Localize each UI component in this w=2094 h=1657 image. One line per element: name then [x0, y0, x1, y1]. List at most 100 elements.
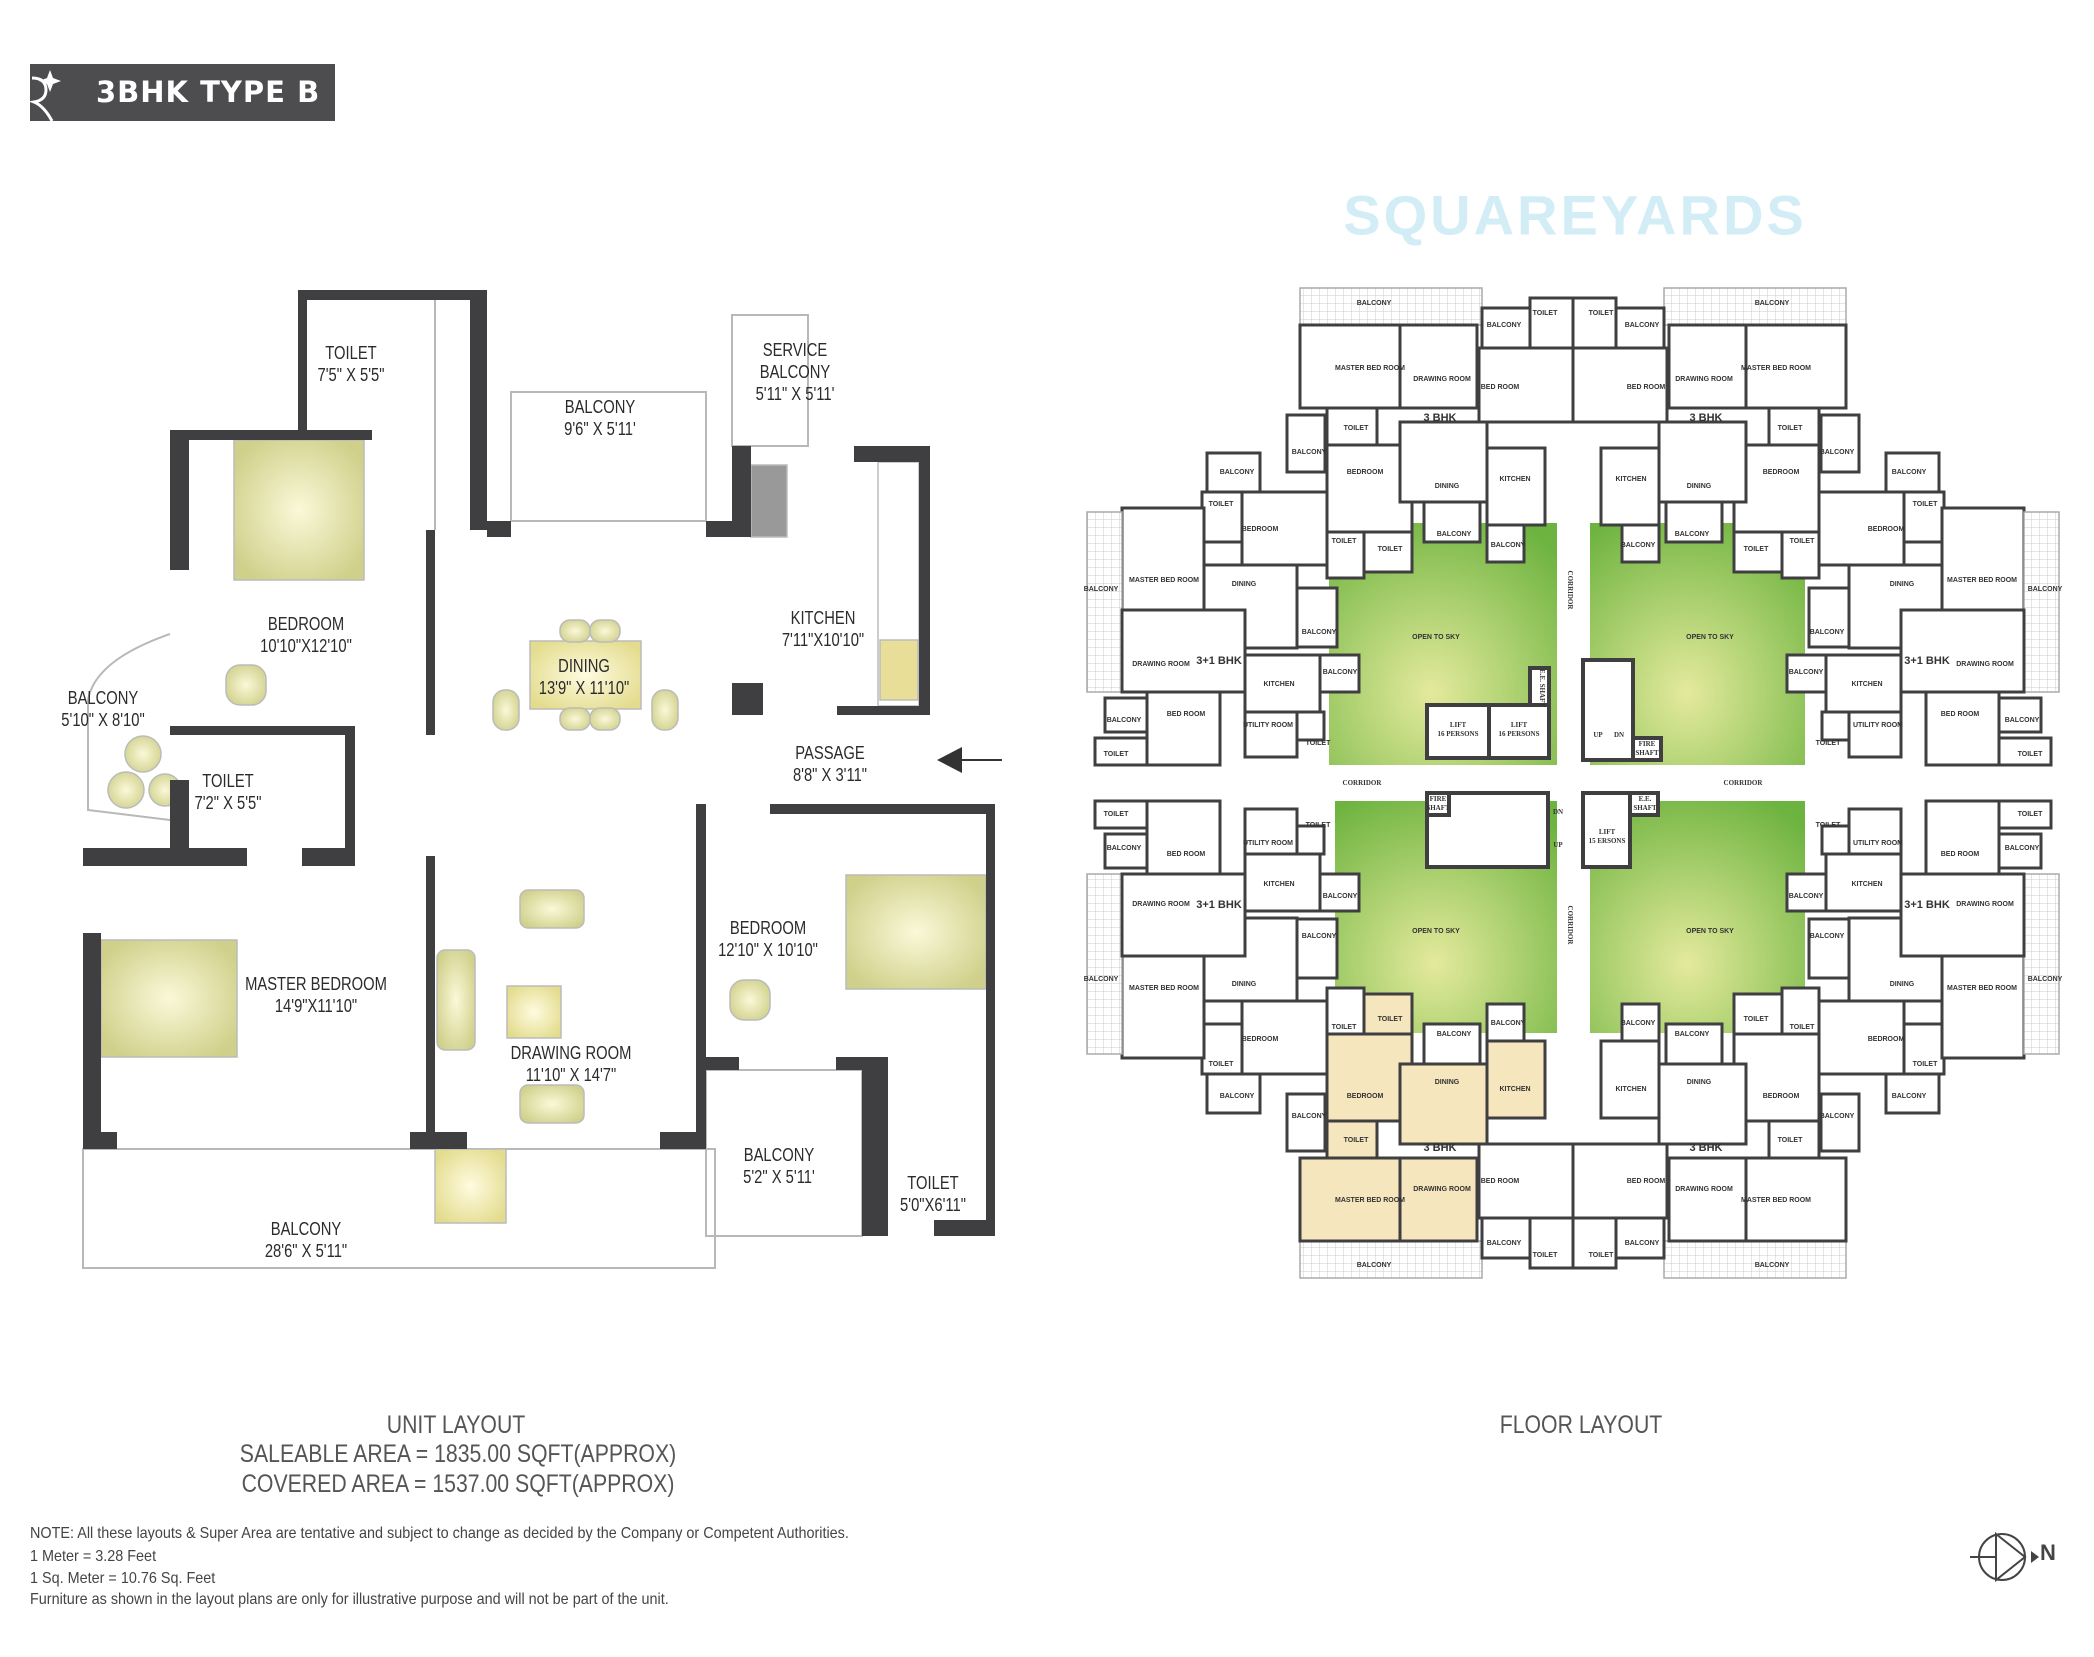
floor-room: [1599, 1039, 1661, 1120]
room-size: 5'0"X6'11": [900, 1195, 966, 1215]
floor-balcony: [1299, 287, 1483, 326]
floor-room: [1807, 586, 1851, 649]
core-room: [1487, 703, 1551, 760]
floor-room-label: TOILET: [1209, 1061, 1234, 1068]
floor-room-label: KITCHEN: [1263, 681, 1294, 688]
floor-room-label: TOILET: [1332, 1024, 1357, 1031]
floor-room-label: BALCONY: [1625, 1240, 1660, 1247]
floor-room-label: UTILITY ROOM: [1243, 840, 1293, 847]
core-label: UP: [1553, 841, 1563, 849]
floor-room-label: KITCHEN: [1615, 476, 1646, 483]
floor-room-label: MASTER BED ROOM: [1335, 1197, 1405, 1204]
floor-room: [1817, 490, 1906, 567]
note-line: 1 Sq. Meter = 10.76 Sq. Feet: [30, 1570, 216, 1587]
floor-room: [1997, 832, 2043, 870]
chair: [559, 707, 591, 731]
floor-room-label: BEDROOM: [1763, 1093, 1800, 1100]
floor-room: [1780, 530, 1821, 580]
floor-room: [1614, 1216, 1666, 1260]
floor-room: [1847, 807, 1903, 856]
floor-room-label: TOILET: [1913, 1061, 1938, 1068]
floor-room: [1325, 443, 1414, 534]
floor-room-label: BED ROOM: [1627, 384, 1666, 391]
floor-room-label: DRAWING ROOM: [1413, 1186, 1471, 1193]
unit-type-label: 3 BHK: [1689, 1142, 1722, 1154]
furniture: [100, 439, 987, 1224]
floor-room: [1422, 500, 1482, 544]
floor-room: [1145, 690, 1222, 767]
floor-room-label: TOILET: [1306, 822, 1331, 829]
chair: [559, 619, 591, 643]
floor-room: [1785, 872, 1828, 913]
corridor-label: CORRIDOR: [1724, 779, 1764, 787]
floor-balcony: [2023, 511, 2060, 693]
unit-layout-caption: UNIT LAYOUT: [386, 1411, 526, 1439]
floor-room-label: DINING: [1687, 483, 1712, 490]
unit-type-label: 3+1 BHK: [1196, 655, 1242, 667]
floor-room-label: TOILET: [1744, 546, 1769, 553]
floor-balcony: [1663, 1240, 1847, 1279]
floor-room: [1785, 653, 1828, 694]
floor-room: [1298, 1156, 1402, 1243]
floor-room-label: BALCONY: [2028, 976, 2063, 983]
floor-room: [1599, 446, 1661, 527]
corridor-label: CORRIDOR: [1343, 779, 1383, 787]
floor-room-label: BALCONY: [1810, 629, 1845, 636]
floor-room: [1819, 1092, 1861, 1153]
floor-room: [1620, 523, 1661, 564]
floor-room-label: DRAWING ROOM: [1956, 661, 2014, 668]
core-label: E.E.SHAFT: [1633, 795, 1657, 812]
dining-table: [529, 640, 642, 710]
core-room: [1425, 791, 1550, 869]
floor-room-label: BALCONY: [1292, 1113, 1327, 1120]
floor-room-label: TOILET: [1816, 740, 1841, 747]
room-size: 12'10" X 10'10": [718, 940, 818, 960]
floor-room-label: BALCONY: [1621, 1020, 1656, 1027]
floor-room-label: BALCONY: [1357, 1262, 1392, 1269]
floor-room: [1295, 586, 1339, 649]
chair: [589, 619, 621, 643]
floor-room: [1940, 506, 2026, 612]
saleable-area: SALEABLE AREA = 1835.00 SQFT(APPROX): [239, 1440, 677, 1468]
fridge: [879, 639, 919, 701]
floor-room: [1732, 530, 1784, 574]
room-name: TOILET: [325, 343, 377, 363]
bed: [845, 874, 987, 990]
floor-room-label: MASTER BED ROOM: [1947, 985, 2017, 992]
floor-room-label: TOILET: [1744, 1016, 1769, 1023]
floor-room-label: BALCONY: [1107, 717, 1142, 724]
floor-room: [1200, 490, 1244, 544]
floor-room-label: DINING: [1687, 1079, 1712, 1086]
floor-balcony: [1086, 511, 1123, 693]
floor-room-label: DINING: [1435, 483, 1460, 490]
floor-room-label: TOILET: [1344, 1137, 1369, 1144]
floor-room: [1398, 420, 1489, 504]
floor-room: [1657, 1062, 1748, 1146]
floor-room: [1940, 954, 2026, 1060]
floor-room-label: BED ROOM: [1481, 1178, 1520, 1185]
floor-room-label: OPEN TO SKY: [1686, 928, 1734, 935]
floor-room-label: BALCONY: [1107, 845, 1142, 852]
floor-room-label: TOILET: [2018, 751, 2043, 758]
floor-room: [1997, 736, 2053, 767]
floor-room-label: BED ROOM: [1481, 384, 1520, 391]
room-size: 7'5" X 5'5": [317, 365, 385, 385]
floor-room: [1093, 799, 1149, 830]
floor-room: [1807, 917, 1851, 980]
floor-room: [1243, 653, 1322, 714]
chair: [651, 689, 679, 731]
floor-room-label: TOILET: [1778, 425, 1803, 432]
floor-room: [1480, 1216, 1532, 1260]
floor-room: [1528, 1216, 1575, 1270]
north-label: N: [2040, 1540, 2056, 1565]
room-name: BALCONY: [564, 397, 636, 417]
floor-room: [1295, 824, 1326, 856]
floor-room: [1325, 530, 1366, 580]
